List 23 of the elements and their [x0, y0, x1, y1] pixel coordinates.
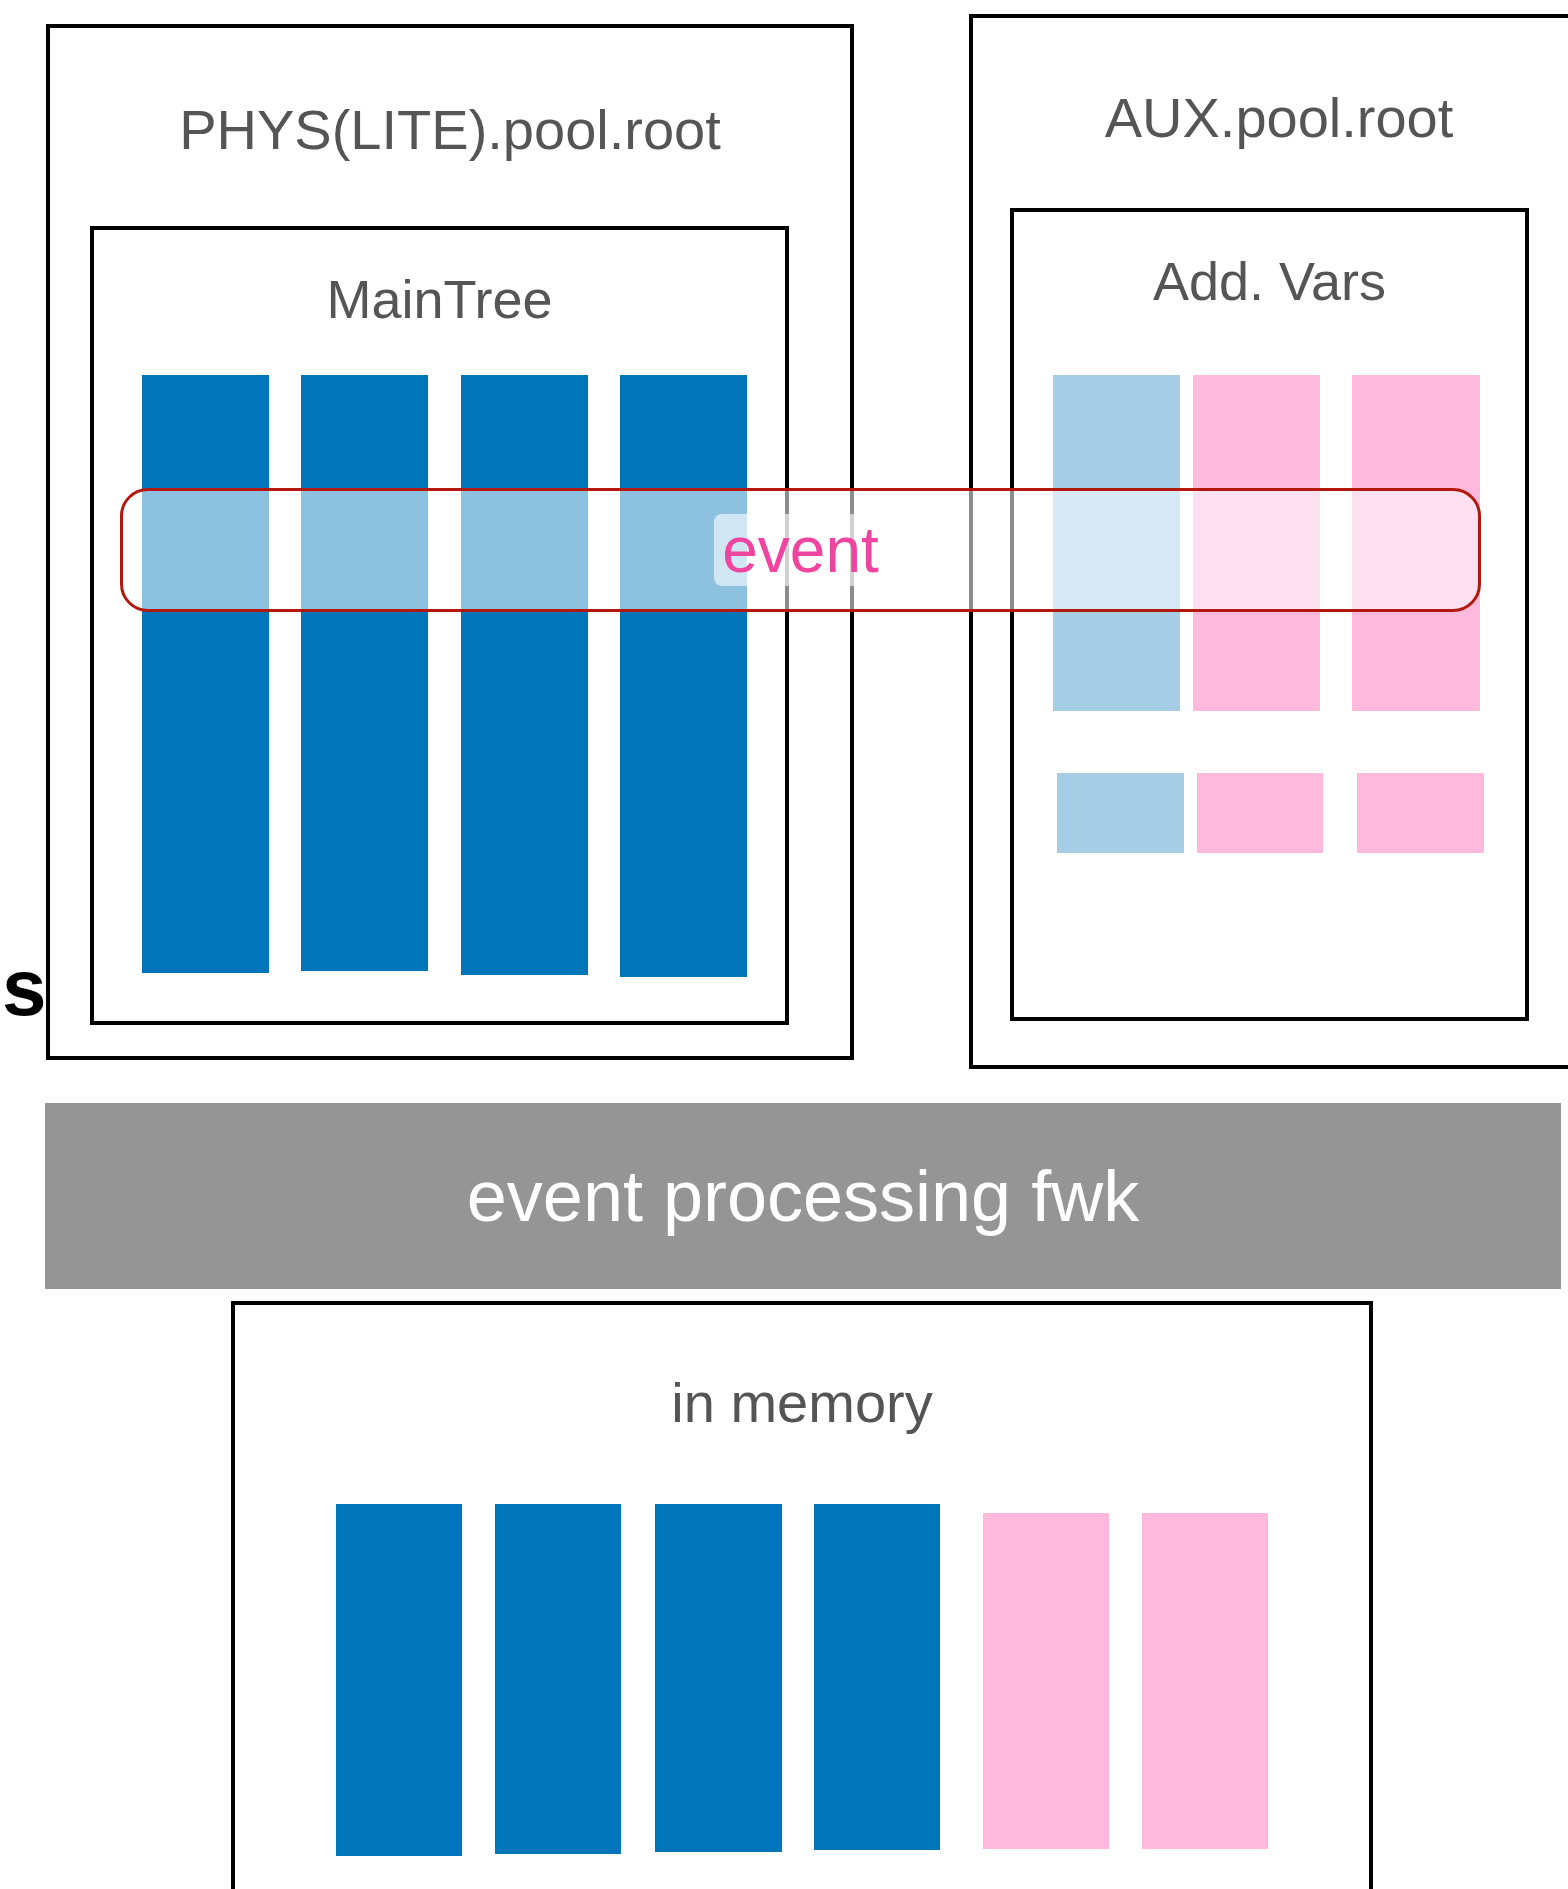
- tree-name: MainTree: [326, 272, 553, 326]
- column-bar: [461, 375, 588, 975]
- column-bar: [495, 1504, 621, 1854]
- column-bar: [301, 375, 428, 971]
- column-bar: [336, 1504, 462, 1856]
- file-box: [969, 14, 1568, 1069]
- column-bar: [1142, 1513, 1268, 1849]
- cut-off-letter: s: [2, 948, 47, 1028]
- column-bar: [1193, 375, 1320, 711]
- tree-box: [1010, 208, 1529, 1021]
- column-bar: [1357, 773, 1484, 853]
- tree-name: Add. Vars: [1152, 254, 1387, 308]
- column-bar: [1352, 375, 1480, 711]
- column-bar: [142, 375, 269, 973]
- column-bar: [983, 1513, 1109, 1849]
- column-bar: [1057, 773, 1184, 853]
- framework-banner: [45, 1103, 1561, 1289]
- event-band: [120, 488, 1481, 612]
- column-bar: [1053, 375, 1180, 711]
- column-bar: [814, 1504, 940, 1850]
- column-bar: [1197, 773, 1323, 853]
- column-bar: [655, 1504, 782, 1852]
- memory-box: [231, 1301, 1373, 1889]
